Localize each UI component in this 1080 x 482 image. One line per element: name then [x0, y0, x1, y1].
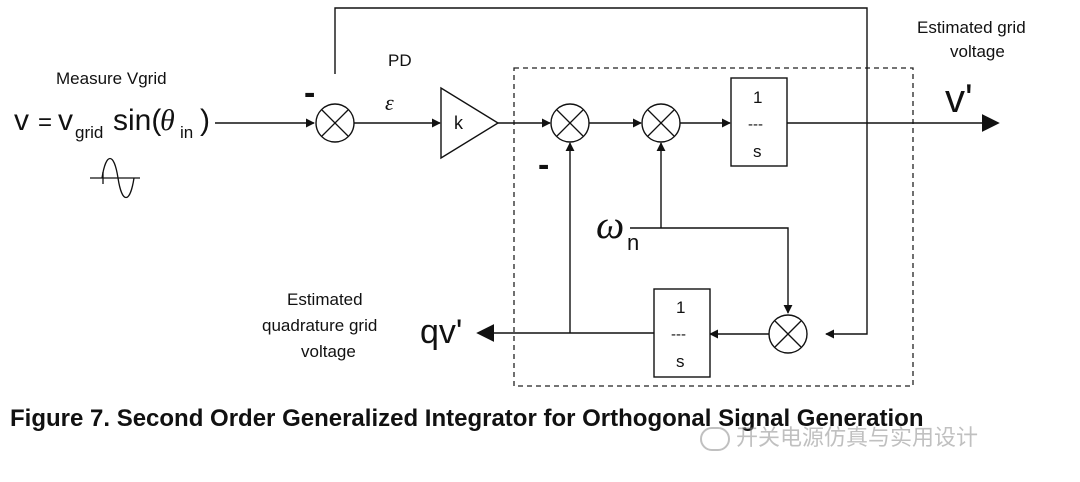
svg-text:1: 1 — [753, 88, 762, 107]
svg-text:1: 1 — [676, 298, 685, 317]
summing-junction-error — [315, 103, 355, 143]
svg-text:---: --- — [671, 326, 686, 343]
block-diagram-svg: Measure Vgrid v = v grid sin( θ in ) - P… — [14, 7, 1026, 387]
wechat-icon — [700, 427, 730, 451]
svg-text:v: v — [14, 104, 29, 137]
quad-label-line2: quadrature grid — [262, 316, 377, 335]
gain-block-k — [440, 86, 500, 160]
figure-caption: Figure 7. Second Order Generalized Integ… — [10, 405, 924, 432]
minus-sign-inner: - — [538, 146, 549, 184]
output-label-line1: Estimated grid — [917, 18, 1026, 37]
epsilon-label: ε — [385, 90, 394, 115]
multiplier-bottom — [768, 314, 808, 354]
input-equation: v = v grid sin( θ in ) — [14, 104, 210, 142]
gain-k-label: k — [454, 113, 464, 133]
omega-subscript: n — [627, 230, 639, 255]
quad-symbol: qv' — [420, 313, 462, 351]
output-label-line2: voltage — [950, 42, 1005, 61]
svg-text:in: in — [180, 123, 193, 142]
svg-text:): ) — [200, 104, 210, 137]
sine-wave-icon — [90, 157, 140, 199]
omega-symbol: ω — [596, 202, 624, 247]
svg-text:sin(: sin( — [113, 104, 161, 137]
svg-text:=: = — [38, 109, 52, 136]
watermark-text: 开关电源仿真与实用设计 — [736, 426, 979, 451]
watermark: 开关电源仿真与实用设计 — [700, 420, 978, 452]
svg-text:v: v — [58, 104, 73, 137]
svg-text:s: s — [676, 352, 685, 371]
integrator-bottom: 1 --- s — [653, 288, 711, 378]
multiplier-top — [641, 103, 681, 143]
measure-label: Measure Vgrid — [56, 69, 167, 88]
summing-junction-inner — [550, 103, 590, 143]
quad-label-line3: voltage — [301, 342, 356, 361]
pd-label: PD — [388, 51, 412, 70]
output-symbol: v' — [945, 77, 973, 121]
sogi-dashed-box — [513, 67, 914, 387]
omega-line-right — [630, 227, 793, 314]
svg-text:grid: grid — [75, 123, 103, 142]
minus-sign-top: - — [304, 74, 315, 112]
feedback-loop-top — [334, 7, 868, 339]
svg-text:s: s — [753, 142, 762, 161]
quad-label-line1: Estimated — [287, 290, 363, 309]
integrator-top: 1 --- s — [730, 77, 788, 167]
svg-text:θ: θ — [160, 104, 175, 137]
svg-text:---: --- — [748, 116, 763, 133]
